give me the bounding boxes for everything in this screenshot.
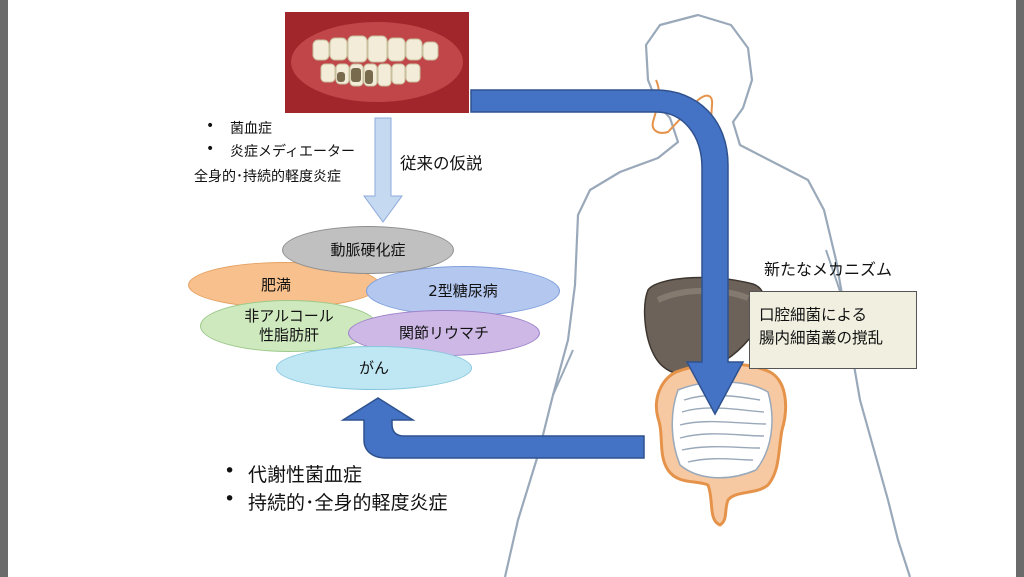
label-cancer: がん [358, 358, 389, 377]
ellipse-nafld: 非アルコール性脂肪肝 [200, 300, 378, 352]
label-ra: 関節リウマチ [398, 323, 489, 342]
ellipse-cancer: がん [276, 346, 472, 390]
body-diagram [340, 13, 912, 577]
new-mechanism-arrow [470, 89, 745, 416]
conventional-hypothesis-label: 従来の仮説 [400, 154, 483, 173]
label-obesity: 肥満 [261, 275, 292, 294]
new-mechanism-label: 新たなメカニズム [764, 260, 893, 279]
systemic-inflammation-label: 全身的･持続的軽度炎症 [194, 169, 341, 185]
slide: 菌血症 炎症メディエーター 全身的･持続的軽度炎症 従来の仮説 肥満 非アルコー… [8, 0, 1016, 577]
bullet-inflammatory-mediators: 炎症メディエーター [206, 141, 355, 161]
ellipse-atherosclerosis: 動脈硬化症 [282, 226, 454, 274]
return-arrow [340, 397, 645, 459]
bullet-chronic-inflammation: 持続的･全身的軽度炎症 [224, 488, 447, 515]
arm-inner-left [552, 349, 574, 396]
bullet-metabolic-bacteremia: 代謝性菌血症 [224, 460, 362, 487]
label-nafld-line2: 性脂肪肝 [258, 326, 319, 344]
teeth-photo [285, 12, 469, 113]
conventional-arrow [363, 117, 403, 223]
mechanism-box: 口腔細菌による 腸内細菌叢の撹乱 [749, 291, 917, 369]
label-atherosclerosis: 動脈硬化症 [330, 240, 406, 259]
small-intestine [671, 381, 773, 479]
bullet-bacteremia: 菌血症 [206, 118, 272, 138]
label-diabetes: 2型糖尿病 [428, 281, 498, 300]
box-line2: 腸内細菌叢の撹乱 [759, 329, 884, 347]
label-nafld-line1: 非アルコール [244, 307, 334, 326]
ellipse-diabetes: 2型糖尿病 [366, 266, 560, 316]
box-line1: 口腔細菌による [759, 306, 868, 324]
